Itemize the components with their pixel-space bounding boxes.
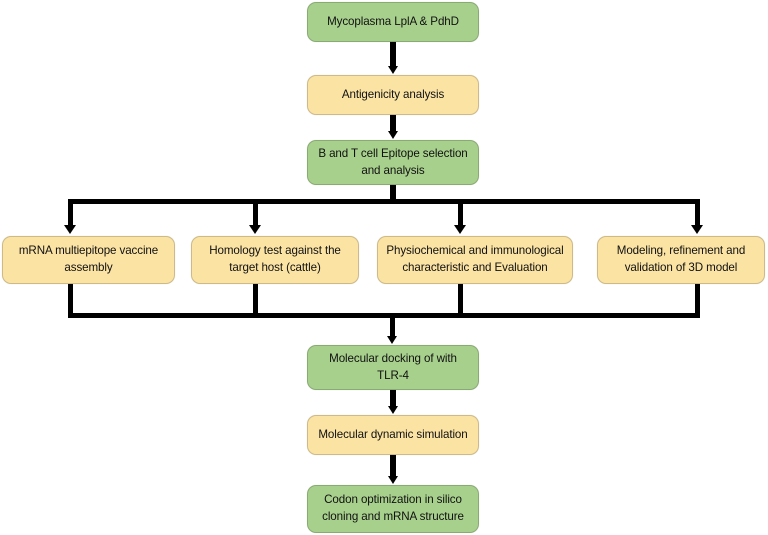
split-bar [68,199,700,204]
node-physiochemical: Physiochemical and immunological charact… [377,236,573,284]
node-codon-optimization-label: Codon optimization in silico cloning and… [322,493,464,523]
arrowhead-merge-bar-to-molecular-docking [387,336,397,344]
arrowhead-antigenicity-to-epitope [388,131,398,139]
node-modeling-validation: Modeling, refinement and validation of 3… [597,236,765,284]
edge-antigenicity-to-epitope [390,115,396,132]
arrowhead-molecular-docking-to-dynamics [388,406,398,414]
arrowhead-split-bar-to-physiochemical [454,225,466,234]
arrowhead-split-bar-to-mrna-assembly [64,225,76,234]
edge-physiochemical-to-merge-bar [458,284,463,317]
arrowhead-molecular-dynamics-to-codon [388,476,398,484]
arrowhead-split-bar-to-homology-test [249,225,261,234]
edge-split-bar-to-physiochemical [458,199,463,227]
edge-mrna-assembly-to-merge-bar [68,284,73,317]
edge-source-to-antigenicity [390,42,396,67]
edge-split-bar-to-mrna-assembly [68,199,73,227]
node-antigenicity-label: Antigenicity analysis [341,87,445,101]
edge-epitope-to-split-bar [390,185,396,203]
edge-molecular-docking-to-dynamics [390,390,396,407]
node-epitope-selection: B and T cell Epitope selection and analy… [307,140,479,185]
node-molecular-dynamics: Molecular dynamic simulation [307,415,479,455]
node-modeling-validation-label: Modeling, refinement and validation of 3… [616,244,746,274]
node-molecular-dynamics-label: Molecular dynamic simulation [318,427,468,441]
node-mrna-assembly-label: mRNA multiepitope vaccine assembly [18,244,159,274]
edge-split-bar-to-modeling-validation [695,199,700,227]
node-codon-optimization: Codon optimization in silico cloning and… [307,485,479,533]
node-antigenicity: Antigenicity analysis [307,75,479,115]
arrowhead-source-to-antigenicity [388,66,398,74]
node-source-label: Mycoplasma LplA & PdhD [327,14,459,28]
node-source: Mycoplasma LplA & PdhD [307,2,479,42]
node-physiochemical-label: Physiochemical and immunological charact… [386,244,564,274]
node-homology-test-label: Homology test against the target host (c… [209,244,341,274]
arrowhead-split-bar-to-modeling-validation [691,225,703,234]
node-molecular-docking: Molecular docking of with TLR-4 [307,345,479,390]
node-mrna-assembly: mRNA multiepitope vaccine assembly [2,236,175,284]
edge-modeling-validation-to-merge-bar [695,284,700,317]
edge-split-bar-to-homology-test [253,199,258,227]
node-epitope-selection-label: B and T cell Epitope selection and analy… [318,146,468,177]
edge-homology-test-to-merge-bar [253,284,258,317]
edge-merge-bar-to-molecular-docking [390,313,395,338]
merge-bar [68,313,700,318]
node-homology-test: Homology test against the target host (c… [191,236,359,284]
edge-molecular-dynamics-to-codon [390,455,396,477]
node-molecular-docking-label: Molecular docking of with TLR-4 [329,351,457,382]
